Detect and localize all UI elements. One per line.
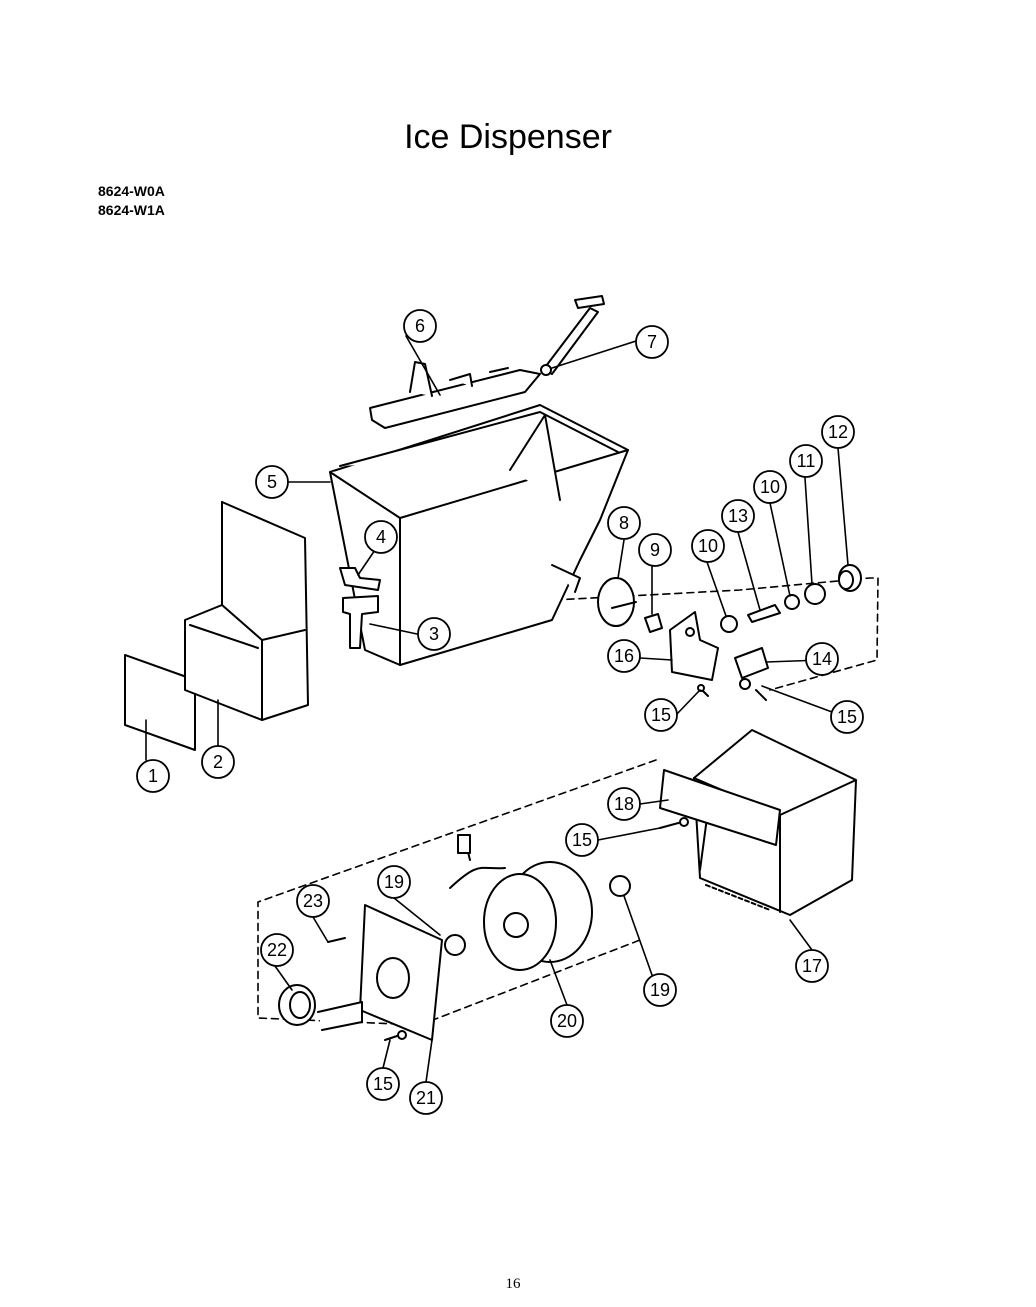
callout-15-d: 15 [373,1074,393,1094]
leader-lines [145,335,849,1083]
part-14-solenoid [734,647,769,690]
callout-8: 8 [619,513,629,533]
part-1-label [124,654,196,751]
callout-9: 9 [650,540,660,560]
callout-21: 21 [416,1088,436,1108]
part-11-bushing [804,583,826,605]
callout-2: 2 [213,752,223,772]
callout-23: 23 [303,891,323,911]
part-3-slide [342,595,379,649]
callout-1: 1 [148,766,158,786]
part-19-gear-left [444,934,466,956]
callout-15-b: 15 [837,707,857,727]
part-10-washer-left [720,615,738,633]
part-15-screws [384,684,767,1041]
part-18-plate [659,769,781,846]
callout-19-a: 19 [384,872,404,892]
page-title: Ice Dispenser [404,118,612,156]
part-9-coupler [644,613,663,633]
page-number: 16 [505,1276,521,1292]
model-number-2: 8624-W1A [98,202,165,218]
callout-15-a: 15 [651,705,671,725]
part-2-front-plate [184,501,309,721]
callout-17: 17 [802,956,822,976]
callout-22: 22 [267,940,287,960]
part-8-cam [597,577,637,627]
callout-14: 14 [812,649,832,669]
callout-7: 7 [647,332,657,352]
part-21-mount-plate [317,904,443,1041]
model-number-1: 8624-W0A [98,183,165,199]
part-7-lever [540,295,605,376]
callout-11: 11 [797,451,816,471]
part-10-washer-right [784,594,800,610]
part-4-clip [339,567,381,591]
part-23-screw [327,937,346,943]
part-16-bracket [669,611,719,681]
callout-6: 6 [415,316,425,336]
callout-20: 20 [557,1011,577,1031]
callout-10-a: 10 [698,536,718,556]
part-6-bin-cover [369,361,541,429]
callout-12: 12 [828,422,848,442]
part-13-shaft [747,604,781,623]
part-20-motor [449,834,593,971]
part-5-ice-bin [329,404,629,666]
callout-10-b: 10 [760,477,780,497]
callout-4: 4 [376,527,386,547]
part-12-spring [838,564,862,592]
callout-13: 13 [728,506,748,526]
callout-19-b: 19 [650,980,670,1000]
callout-5: 5 [267,472,277,492]
callout-3: 3 [429,624,439,644]
part-19-gear-right [609,875,631,897]
callout-18: 18 [614,794,634,814]
callout-15-c: 15 [572,830,592,850]
callout-labels: 6 7 5 4 3 1 2 8 9 10 13 10 11 12 16 14 1… [148,316,857,1108]
callout-circles [136,309,864,1115]
callout-16: 16 [614,646,634,666]
part-22-knob [278,984,316,1026]
